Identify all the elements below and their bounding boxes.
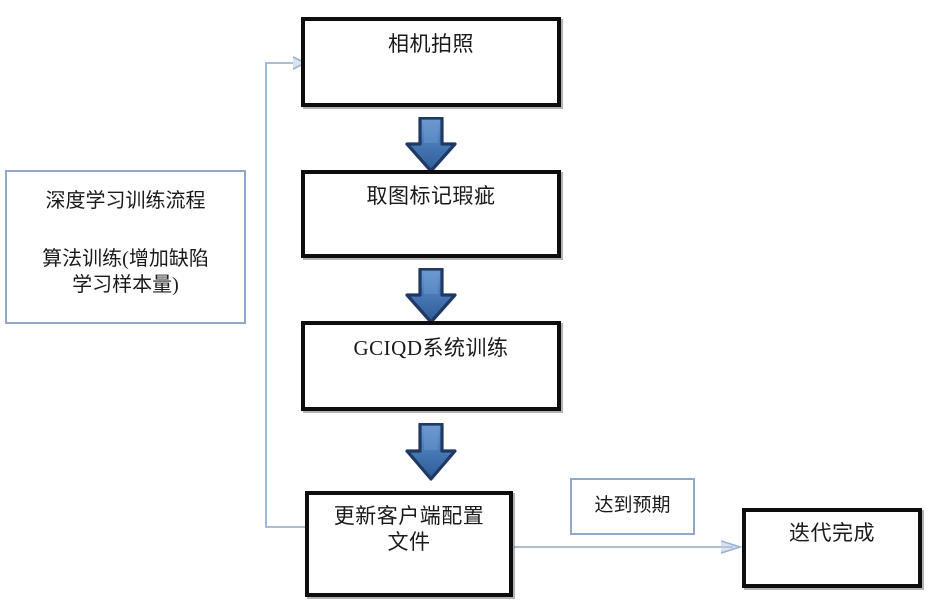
arrow-feedback-loop xyxy=(265,56,307,528)
arrow-step1-to-step2 xyxy=(405,117,457,173)
step-update-config-box[interactable]: 更新客户端配置 文件 xyxy=(305,491,513,597)
step-mark-defects-label: 取图标记瑕疵 xyxy=(366,184,496,208)
step-camera-capture-label: 相机拍照 xyxy=(388,32,474,56)
terminal-iteration-complete-box[interactable]: 迭代完成 xyxy=(742,508,922,588)
condition-meets-expectation-label: 达到预期 xyxy=(594,495,671,516)
step-mark-defects-box[interactable]: 取图标记瑕疵 xyxy=(301,170,561,258)
arrow-step4-to-terminal xyxy=(514,540,743,554)
terminal-iteration-complete-label: 迭代完成 xyxy=(789,521,875,545)
condition-meets-expectation-box[interactable]: 达到预期 xyxy=(570,478,695,535)
info-panel: 深度学习训练流程 算法训练(增加缺陷 学习样本量) xyxy=(5,170,246,324)
step-gciqd-training-label: GCIQD系统训练 xyxy=(353,336,509,360)
info-panel-line-2: 算法训练(增加缺陷 学习样本量) xyxy=(42,248,209,296)
step-update-config-label: 更新客户端配置 文件 xyxy=(333,504,485,554)
arrow-step3-to-step4 xyxy=(405,423,457,481)
step-gciqd-training-box[interactable]: GCIQD系统训练 xyxy=(301,321,561,411)
arrow-step2-to-step3 xyxy=(405,268,457,324)
info-panel-line-1: 深度学习训练流程 xyxy=(45,190,206,212)
step-camera-capture-box[interactable]: 相机拍照 xyxy=(301,17,561,107)
